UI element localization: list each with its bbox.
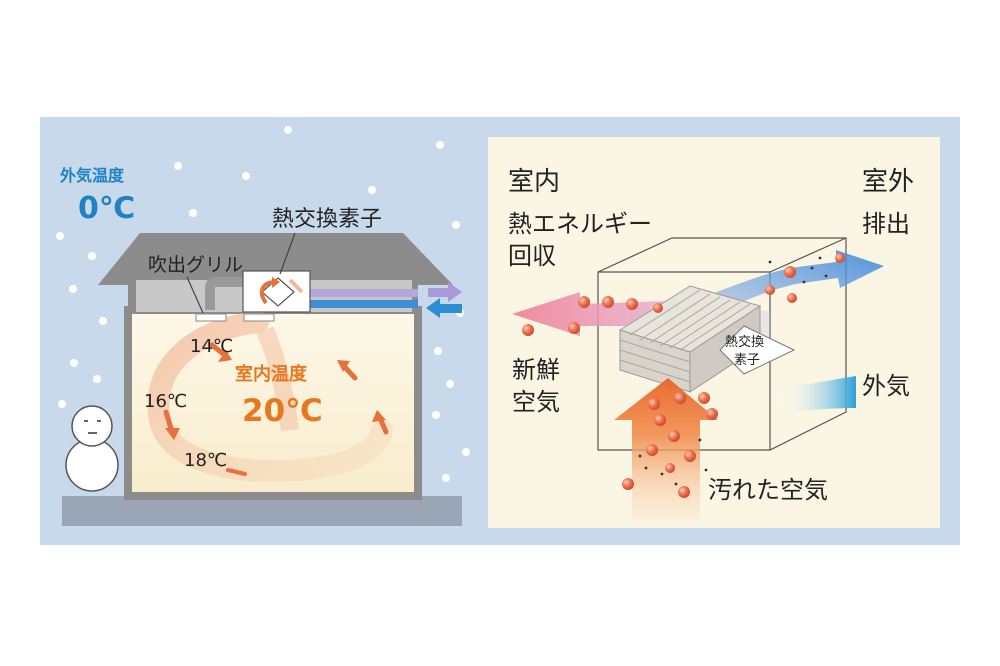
outdoor-label: 室外 <box>862 167 914 197</box>
heat-exchanger-leader-line <box>279 232 296 275</box>
outside-air-arrow <box>780 376 856 412</box>
temp-18-label: 18℃ <box>184 450 227 471</box>
exchanger-housing <box>597 237 847 451</box>
external-vent-arrows <box>426 282 462 318</box>
element-label-2: 素子 <box>734 353 760 368</box>
recovery-label: 回収 <box>508 242 556 270</box>
temp-14-label: 14℃ <box>190 336 233 357</box>
outside-temp-label: 外気温度 <box>59 166 125 185</box>
snowman-illustration <box>65 405 119 492</box>
dirty-air-label: 汚れた空気 <box>708 476 828 504</box>
ground <box>62 496 462 526</box>
exhaust-label: 排出 <box>862 210 910 238</box>
intake-grille <box>243 313 275 322</box>
element-label-1: 熱交換 <box>725 334 764 350</box>
duct-system <box>186 232 418 322</box>
grille-leader-line <box>186 276 204 314</box>
grille-label: 吹出グリル <box>148 254 243 276</box>
particles <box>522 253 845 498</box>
blow-grille <box>195 313 227 322</box>
outside-air-label: 外気 <box>862 372 910 400</box>
heat-exchanger-label: 熱交換素子 <box>272 207 382 232</box>
temp-16-label: 16℃ <box>144 391 187 412</box>
snowflakes <box>56 126 470 482</box>
fresh-air-label-2: 空気 <box>512 388 560 416</box>
heat-energy-label: 熱エネルギー <box>508 210 652 238</box>
heat-exchanger-core <box>618 285 796 393</box>
indoor-airflow-arrows <box>147 311 393 482</box>
fresh-air-label-1: 新鮮 <box>512 356 560 384</box>
dirty-air-arrow <box>614 378 718 520</box>
outside-temp-value: 0℃ <box>78 191 135 226</box>
indoor-temp-label: 室内温度 <box>235 363 308 385</box>
element-label-tag <box>719 325 796 375</box>
heat-exchanger-element <box>261 277 295 307</box>
indoor-label: 室内 <box>508 167 560 197</box>
indoor-temp-value: 20℃ <box>242 393 323 429</box>
